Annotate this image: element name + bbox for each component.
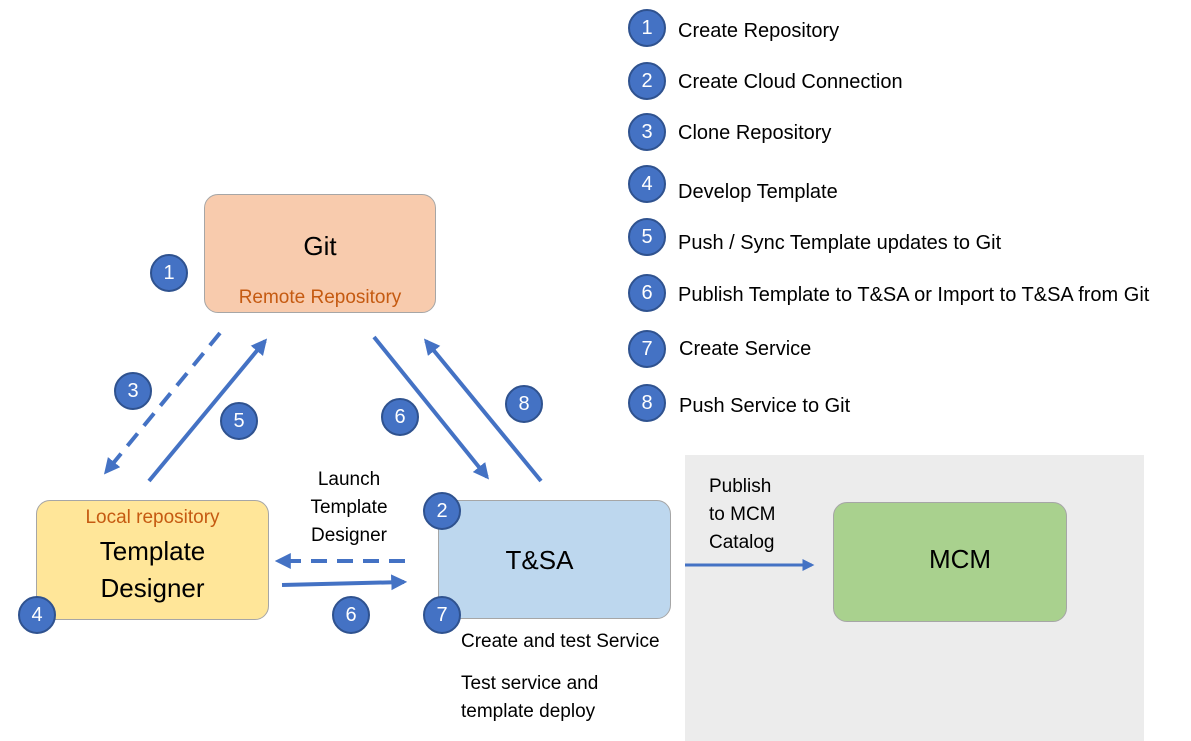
launch-designer-label: Launch Template Designer <box>300 466 398 550</box>
launch-line3: Designer <box>310 525 388 546</box>
template-designer-node: Local repository Template Designer <box>36 500 269 620</box>
legend-text-6: Publish Template to T&SA or Import to T&… <box>678 284 1150 306</box>
legend-badge-4: 4 <box>628 165 666 203</box>
legend-text-4: Develop Template <box>678 181 838 203</box>
designer-title-line1: Template <box>99 536 206 566</box>
publish-to-tsa-arrow <box>372 335 490 480</box>
test-deploy-line2: template deploy <box>461 701 596 722</box>
legend-badge-5: 5 <box>628 218 666 256</box>
legend-text-1: Create Repository <box>678 20 840 42</box>
mcm-title: MCM <box>928 544 992 574</box>
publish-line2: to MCM <box>709 504 776 525</box>
clone-arrow <box>103 331 222 475</box>
push-sync-arrow <box>147 338 268 483</box>
legend-text-3: Clone Repository <box>678 122 832 144</box>
legend-badge-7: 7 <box>628 330 666 368</box>
create-test-service-label: Create and test Service <box>461 631 660 652</box>
badge-create-service: 7 <box>423 596 461 634</box>
legend-badge-6: 6 <box>628 274 666 312</box>
badge-clone-repository: 3 <box>114 372 152 410</box>
badge-publish-template: 6 <box>381 398 419 436</box>
badge-develop-template: 4 <box>18 596 56 634</box>
launch-line1: Launch <box>317 469 381 490</box>
test-deploy-label: Test service and template deploy <box>461 670 598 726</box>
tsa-title: T&SA <box>505 545 574 575</box>
mcm-node: MCM <box>833 502 1067 622</box>
legend-text-8: Push Service to Git <box>679 395 851 417</box>
git-title: Git <box>303 231 337 261</box>
badge-designer-publish: 6 <box>332 596 370 634</box>
tsa-node: T&SA <box>438 500 671 619</box>
launch-line2: Template <box>310 497 388 518</box>
legend-text-2: Create Cloud Connection <box>678 71 903 93</box>
badge-push-service: 8 <box>505 385 543 423</box>
publish-mcm-label: Publish to MCM Catalog <box>709 473 819 557</box>
git-subtitle: Remote Repository <box>238 287 402 308</box>
git-node: Git Remote Repository <box>204 194 436 313</box>
push-service-arrow <box>423 338 543 483</box>
legend-text-7: Create Service <box>679 338 812 360</box>
legend-text-5: Push / Sync Template updates to Git <box>678 232 1002 254</box>
legend-badge-8: 8 <box>628 384 666 422</box>
badge-cloud-connection: 2 <box>423 492 461 530</box>
designer-subtitle: Local repository <box>85 507 220 528</box>
badge-push-sync: 5 <box>220 402 258 440</box>
badge-create-repository: 1 <box>150 254 188 292</box>
test-deploy-line1: Test service and <box>461 673 599 694</box>
designer-to-tsa-arrow <box>281 574 408 591</box>
legend-badge-3: 3 <box>628 113 666 151</box>
legend-badge-2: 2 <box>628 62 666 100</box>
designer-title-line2: Designer <box>100 573 205 603</box>
publish-line1: Publish <box>709 476 772 497</box>
legend-badge-1: 1 <box>628 9 666 47</box>
publish-line3: Catalog <box>709 532 775 553</box>
